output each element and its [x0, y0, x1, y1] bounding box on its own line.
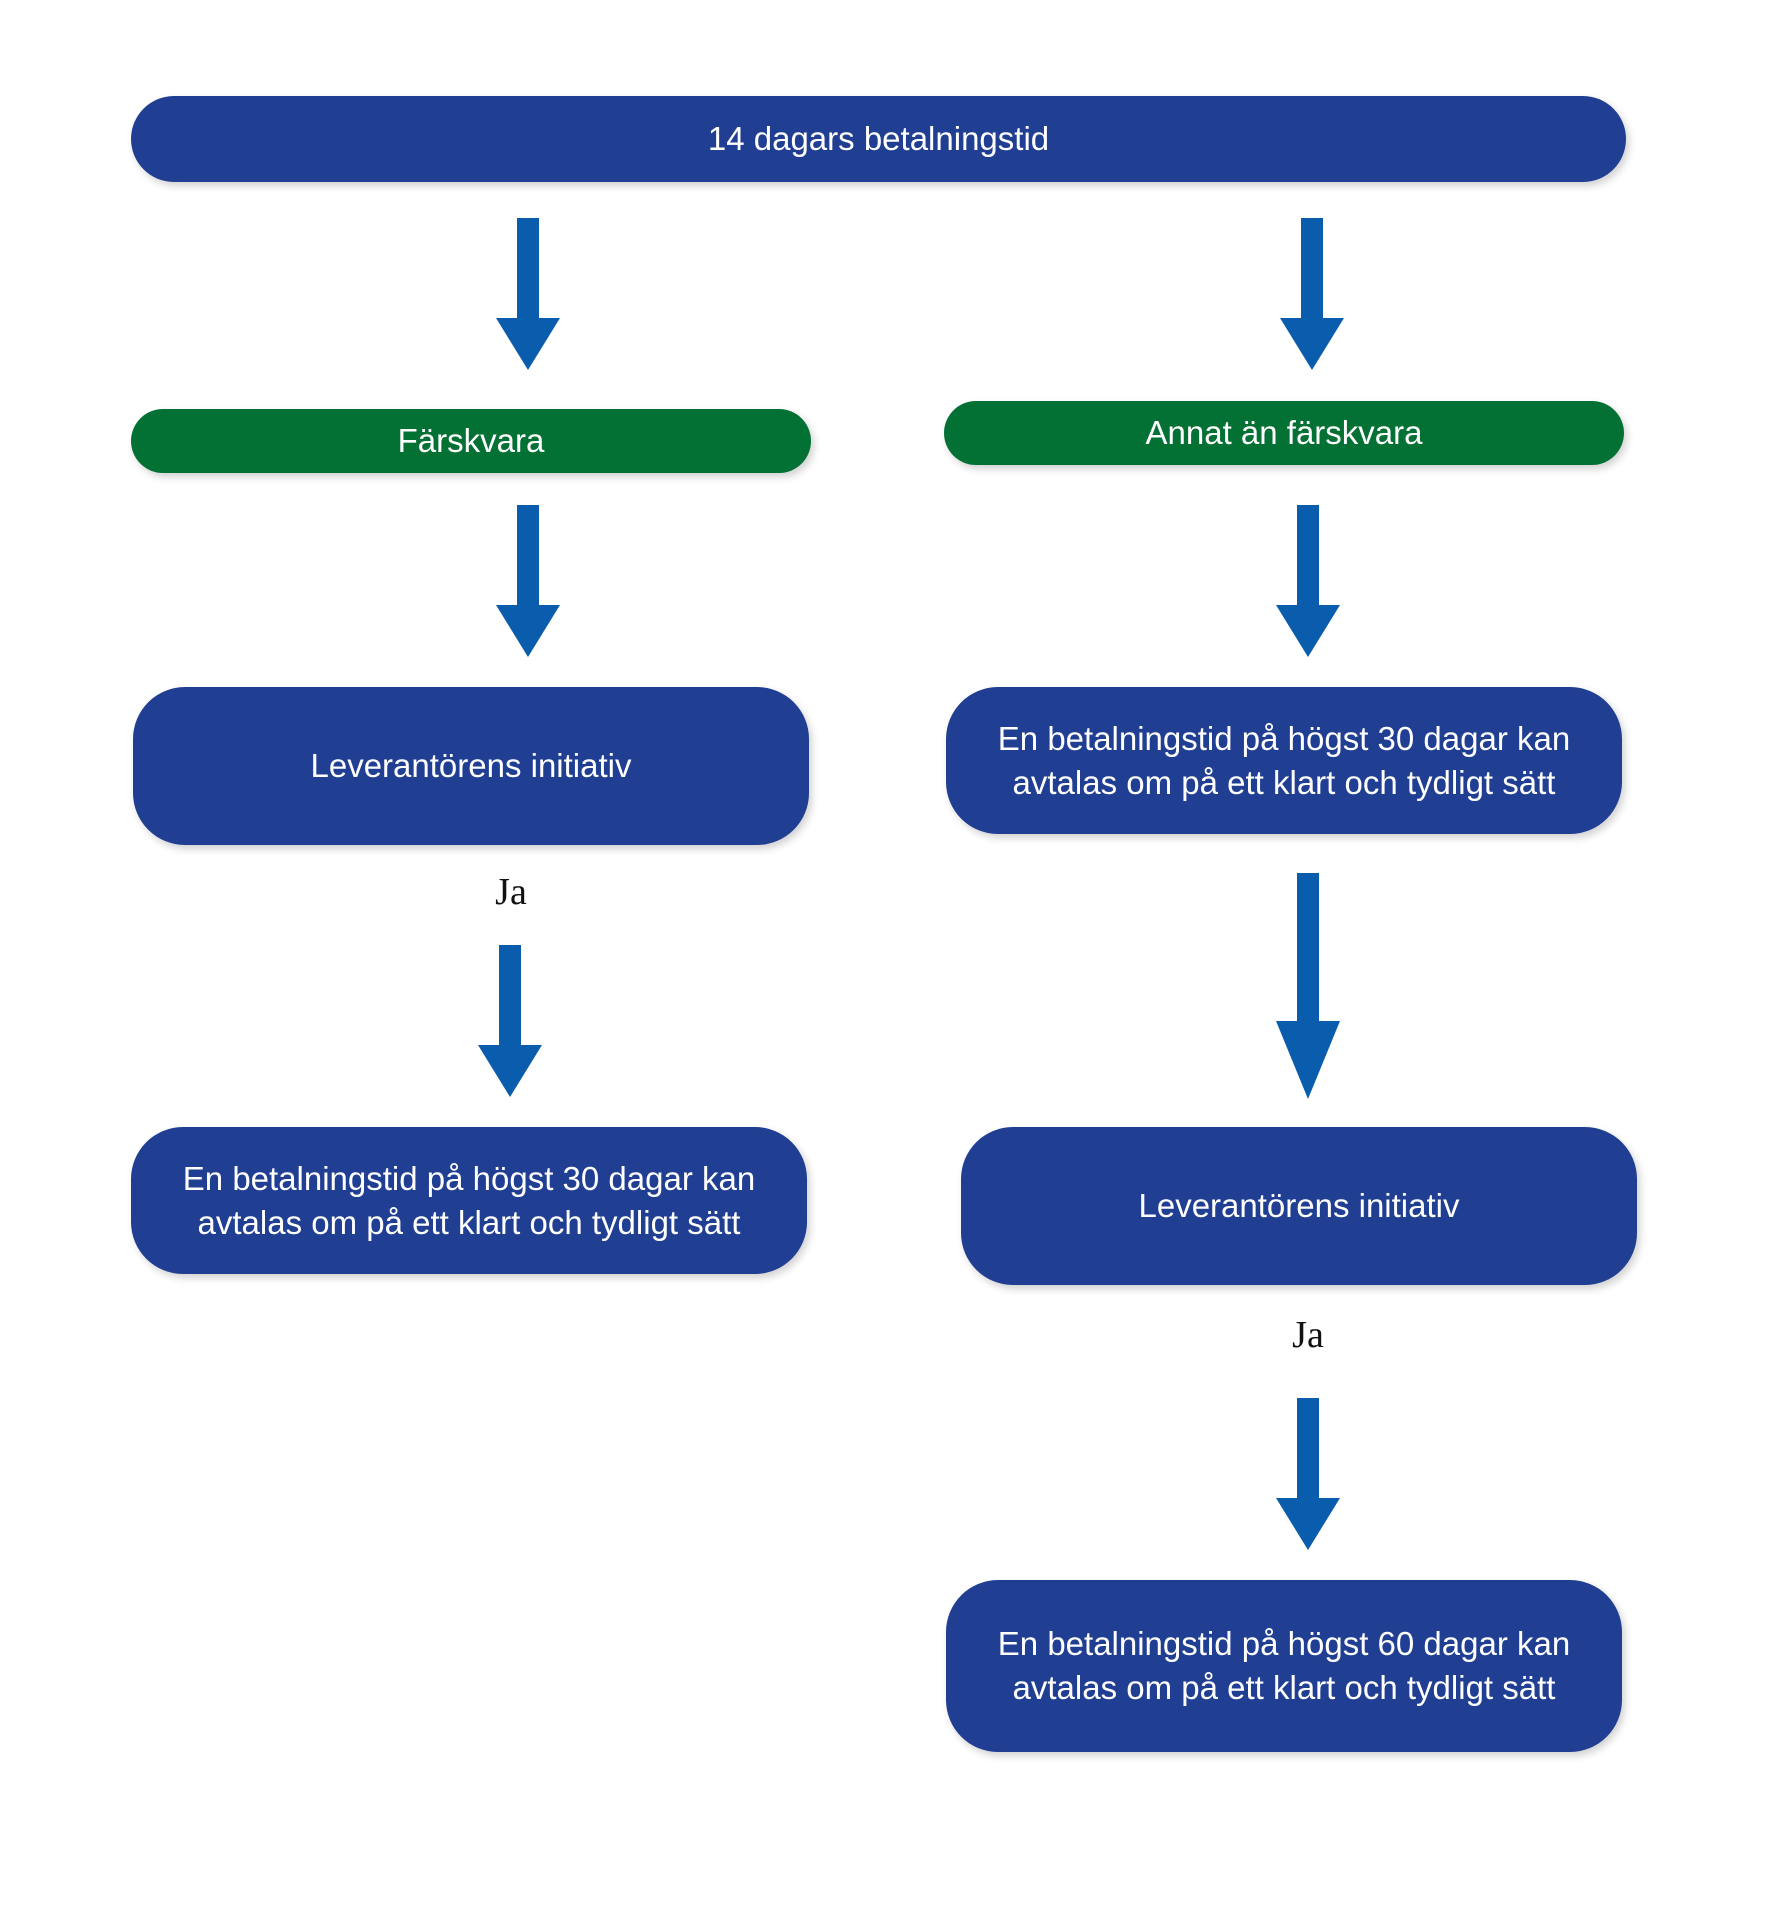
- node-text: Leverantörens initiativ: [310, 747, 632, 784]
- node-max-30-days-left: En betalningstid på högst 30 dagar kan a…: [131, 1127, 807, 1274]
- node-text: En betalningstid på högst 30 dagar kan a…: [182, 1159, 756, 1241]
- arrow-down-icon: [1276, 1398, 1340, 1550]
- arrow-down-icon: [496, 218, 560, 370]
- node-category-other-goods: Annat än färskvara: [944, 401, 1624, 465]
- node-supplier-initiative-right: Leverantörens initiativ: [961, 1127, 1637, 1285]
- arrow-down-icon: [1276, 873, 1340, 1099]
- node-text: Annat än färskvara: [1145, 414, 1423, 451]
- node-max-30-days-right: En betalningstid på högst 30 dagar kan a…: [946, 687, 1622, 834]
- arrow-down-icon: [478, 945, 542, 1097]
- node-category-fresh-goods: Färskvara: [131, 409, 811, 473]
- node-text: 14 dagars betalningstid: [707, 120, 1050, 157]
- arrow-down-icon: [496, 505, 560, 657]
- answer-label-left: Ja: [495, 871, 527, 913]
- node-text: En betalningstid på högst 30 dagar kan a…: [997, 719, 1571, 801]
- node-text: En betalningstid på högst 60 dagar kan a…: [997, 1625, 1571, 1706]
- node-text: Färskvara: [397, 422, 545, 459]
- node-text: Leverantörens initiativ: [1138, 1187, 1460, 1224]
- arrow-down-icon: [1276, 505, 1340, 657]
- node-supplier-initiative-left: Leverantörens initiativ: [133, 687, 809, 845]
- answer-label-right: Ja: [1292, 1314, 1324, 1356]
- node-max-60-days-right: En betalningstid på högst 60 dagar kan a…: [946, 1580, 1622, 1752]
- arrow-down-icon: [1280, 218, 1344, 370]
- node-payment-term-14-days: 14 dagars betalningstid: [131, 96, 1626, 182]
